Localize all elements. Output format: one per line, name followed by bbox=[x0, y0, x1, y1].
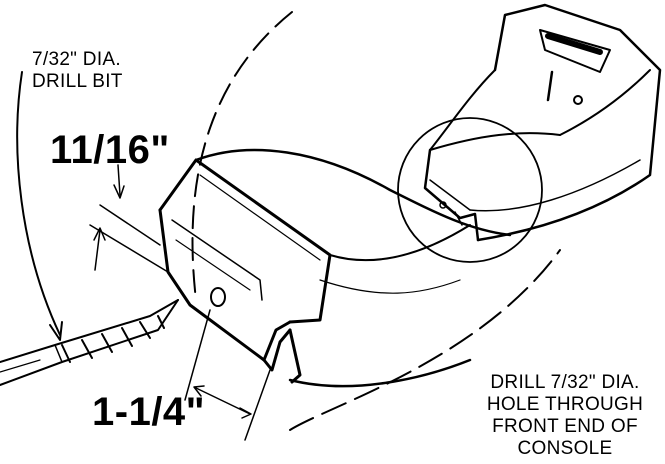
dimension-top-label: 11/16" bbox=[50, 128, 170, 172]
console-front-lower bbox=[158, 208, 292, 362]
dim-top-arrow-line-2 bbox=[94, 229, 101, 271]
instruction-line-1: DRILL 7/32" DIA. bbox=[490, 372, 640, 393]
dim-bottom-line bbox=[195, 387, 251, 415]
drill-leader-head bbox=[49, 321, 63, 341]
instruction-line-3: FRONT END OF bbox=[492, 416, 638, 437]
console-front-top bbox=[194, 148, 512, 237]
drill-leader bbox=[16, 71, 61, 336]
dim-bottom-head-1 bbox=[193, 385, 205, 397]
console-inset-icon bbox=[423, 3, 662, 242]
console-bottom-edge bbox=[288, 358, 472, 388]
console-inner-line-3 bbox=[199, 174, 321, 261]
magnify-circle-arc bbox=[191, 11, 293, 301]
guide-line-lower bbox=[89, 224, 169, 273]
drill-bit-icon bbox=[0, 299, 179, 386]
guide-line-upper bbox=[99, 204, 161, 246]
magnify-circle-right-arc bbox=[289, 249, 561, 431]
dim-bottom-ext-2 bbox=[244, 369, 271, 441]
inset-circle bbox=[397, 117, 543, 263]
console-inner-line-1 bbox=[171, 219, 263, 301]
instruction-line-4: CONSOLE bbox=[517, 438, 613, 459]
dim-bottom-head-2 bbox=[239, 407, 252, 419]
console-inner-line-2 bbox=[175, 239, 251, 291]
drill-bit-label-line-2: DRILL BIT bbox=[32, 71, 123, 92]
drill-bit-label: 7/32" DIA. DRILL BIT bbox=[32, 49, 123, 93]
console-inner-line-4 bbox=[319, 279, 461, 294]
dim-top-arrow-head-1 bbox=[113, 184, 125, 199]
console-notch bbox=[262, 328, 292, 372]
dim-top-arrow-line bbox=[117, 164, 121, 196]
dim-bottom-ext-1 bbox=[184, 309, 211, 401]
drill-bit-label-line-1: 7/32" DIA. bbox=[32, 49, 121, 70]
dim-top-arrow-head-2 bbox=[93, 227, 106, 241]
instruction-label: DRILL 7/32" DIA. HOLE THROUGH FRONT END … bbox=[470, 372, 660, 460]
console-right-edge bbox=[329, 224, 471, 262]
dimension-bottom-label: 1-1/4" bbox=[92, 390, 206, 434]
console-side-panel bbox=[288, 328, 302, 384]
drill-hole bbox=[210, 287, 226, 307]
instruction-line-2: HOLE THROUGH bbox=[486, 394, 644, 415]
